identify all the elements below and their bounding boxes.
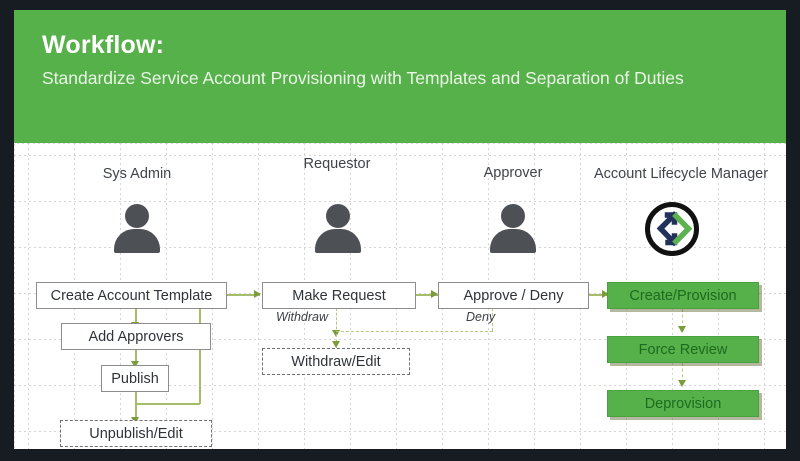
connector-line: [227, 294, 260, 296]
lane-title-requestor: Requestor: [303, 156, 371, 172]
diagram-canvas: Workflow: Standardize Service Account Pr…: [14, 10, 786, 449]
connector-line: [336, 331, 493, 332]
edge-label-deny: Deny: [466, 310, 496, 324]
person-head: [326, 204, 350, 228]
lane-title-approver: Approver: [483, 165, 543, 181]
node-force-review[interactable]: Force Review: [607, 336, 759, 363]
edge-label-withdraw: Withdraw: [276, 310, 328, 324]
page-subtitle: Standardize Service Account Provisioning…: [42, 67, 684, 88]
lane-title-sys-admin: Sys Admin: [102, 166, 172, 182]
node-approve-deny[interactable]: Approve / Deny: [438, 282, 589, 309]
connector-line: [682, 363, 683, 383]
lane-title-account-lifecycle-manager: Account Lifecycle Manager: [593, 166, 769, 182]
node-withdraw-edit[interactable]: Withdraw/Edit: [262, 348, 410, 375]
connector-arrow: [431, 290, 438, 298]
person-icon: [486, 204, 540, 253]
connector-arrow: [602, 290, 609, 298]
page-title: Workflow:: [42, 31, 165, 59]
node-add-approvers[interactable]: Add Approvers: [61, 323, 211, 350]
connector-arrow: [332, 341, 340, 348]
person-body: [114, 229, 160, 253]
connector-line: [416, 294, 438, 296]
node-unpublish-edit[interactable]: Unpublish/Edit: [60, 420, 212, 447]
connector-line: [135, 392, 137, 420]
node-make-request[interactable]: Make Request: [262, 282, 416, 309]
person-body: [315, 229, 361, 253]
connector-line: [135, 308, 137, 324]
person-head: [125, 204, 149, 228]
person-icon: [110, 204, 164, 253]
node-create-provision[interactable]: Create/Provision: [607, 282, 759, 309]
connector-line: [135, 403, 200, 405]
connector-arrow: [678, 326, 686, 333]
person-icon: [311, 204, 365, 253]
node-deprovision[interactable]: Deprovision: [607, 390, 759, 417]
connector-line: [589, 294, 609, 296]
node-publish[interactable]: Publish: [101, 365, 169, 392]
person-body: [490, 229, 536, 253]
lifecycle-manager-logo-icon: [643, 200, 701, 258]
connector-line: [682, 309, 683, 329]
connector-arrow: [254, 290, 261, 298]
connector-arrow: [131, 361, 139, 368]
connector-line: [492, 308, 493, 331]
connector-arrow: [678, 380, 686, 387]
connector-line: [135, 349, 137, 363]
connector-line: [336, 308, 337, 334]
person-head: [501, 204, 525, 228]
node-create-account-template[interactable]: Create Account Template: [36, 282, 227, 309]
connector-arrow: [332, 330, 340, 337]
slide-header: Workflow: Standardize Service Account Pr…: [14, 10, 786, 143]
